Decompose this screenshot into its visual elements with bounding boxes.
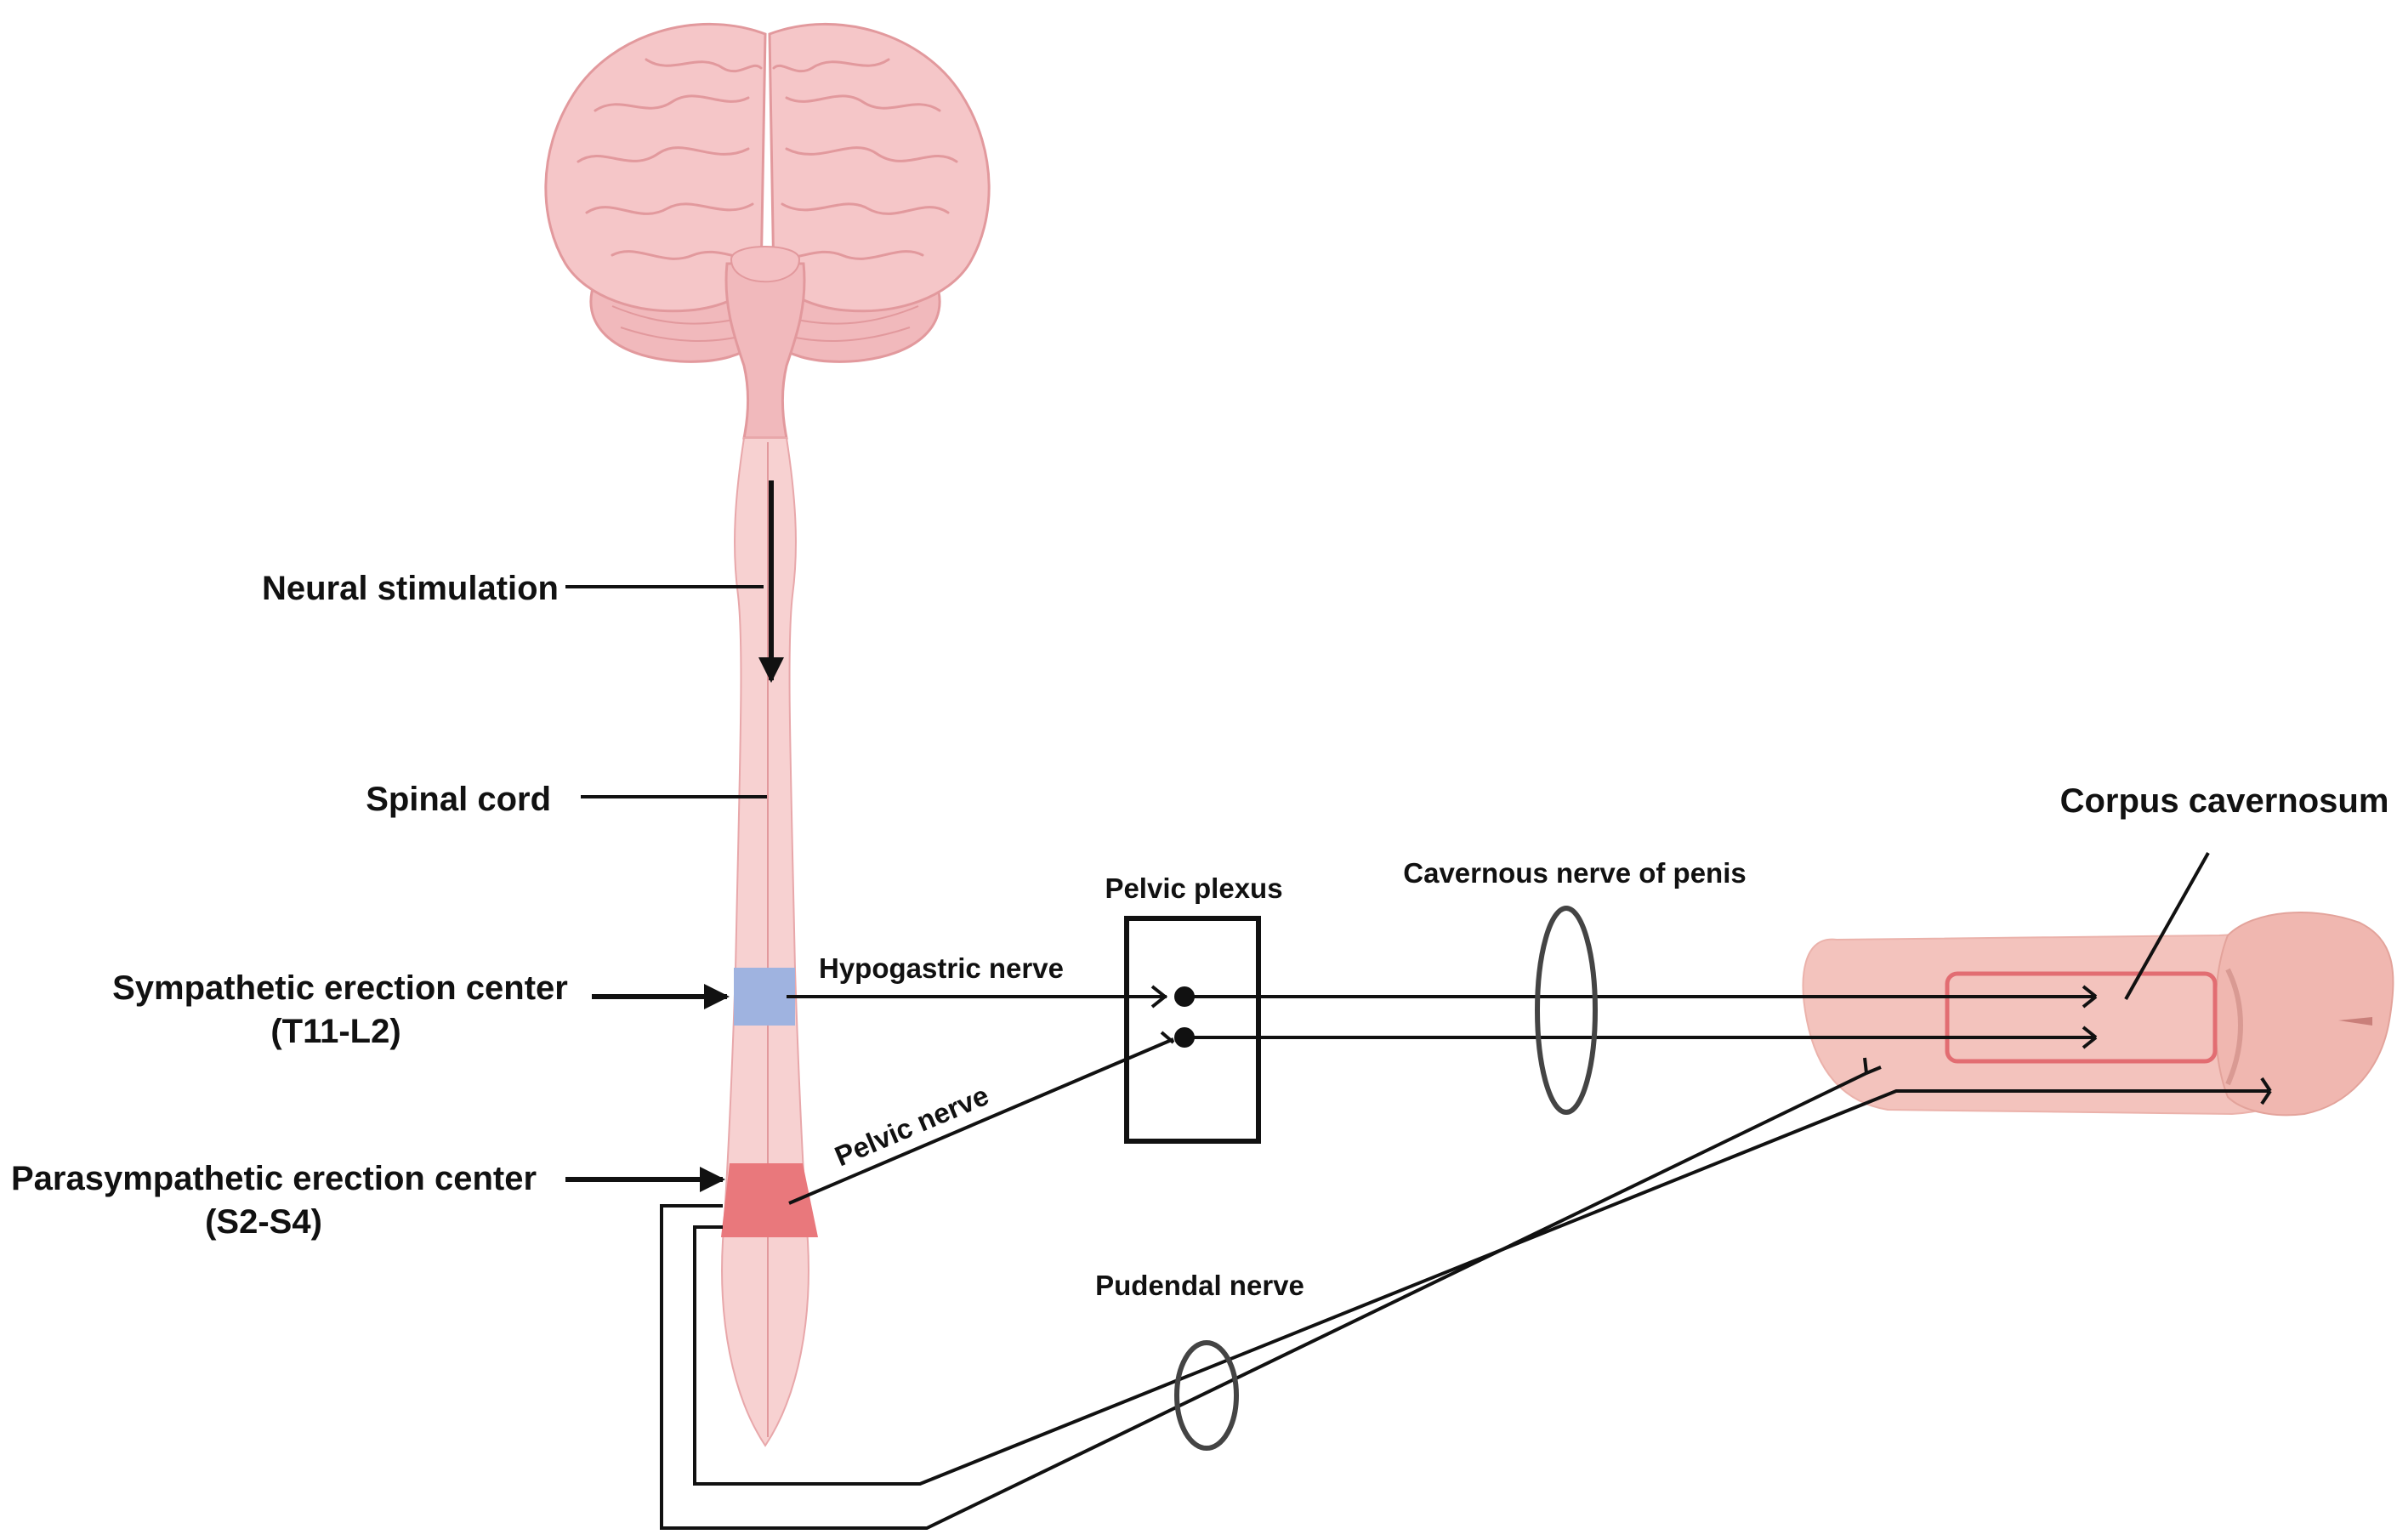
pudendal-nerve-inner [693,1089,2270,1486]
pons [730,246,801,283]
cavernous-nerve-ending-lower [2082,1026,2098,1049]
corpus-cavernosum-pointer [2124,852,2210,1000]
label-spinal-cord: Spinal cord [366,781,551,818]
pudendal-nerve-ending-upper [1863,1057,1882,1075]
pudendal-nerve-outer [660,1071,1867,1530]
label-parasympathetic-center: Parasympathetic erection center [11,1160,537,1197]
pudendal-nerve-ending-lower [2260,1077,2272,1105]
penis-illustration [1802,912,2394,1117]
label-corpus-cavernosum: Corpus cavernosum [2060,782,2389,820]
label-cavernous-nerve: Cavernous nerve of penis [1403,857,1746,889]
label-sympathetic-center: Sympathetic erection center [112,969,568,1007]
pelvic-nerve-line [788,1037,1174,1205]
corpus-cavernosum-region [1945,971,2218,1064]
label-parasympathetic-range: (S2-S4) [205,1203,322,1241]
cavernous-nerve-sheath [1535,906,1598,1115]
label-sympathetic-range: (T11-L2) [270,1013,400,1050]
parasympathetic-center-region [721,1163,818,1237]
urethral-opening [2338,1017,2372,1026]
brain-illustration [544,23,991,440]
label-hypogastric-nerve: Hypogastric nerve [819,952,1064,984]
pudendal-nerve-sheath [1174,1340,1239,1451]
penis-glans [2214,912,2394,1117]
spinal-cord [721,437,818,1447]
left-hemisphere [544,23,767,313]
label-pudendal-nerve: Pudendal nerve [1095,1270,1304,1301]
spinal-cord-body [721,437,809,1447]
label-pelvic-plexus: Pelvic plexus [1105,872,1282,904]
brainstem [724,262,806,440]
label-neural-stimulation: Neural stimulation [262,570,559,607]
cavernous-nerve-ending-upper [2082,985,2098,1009]
sympathetic-center-region [734,968,795,1026]
brain-gyri [577,58,958,260]
pelvic-plexus-box [1124,916,1261,1144]
right-hemisphere [768,23,991,313]
glans-shadow [2225,968,2243,1086]
